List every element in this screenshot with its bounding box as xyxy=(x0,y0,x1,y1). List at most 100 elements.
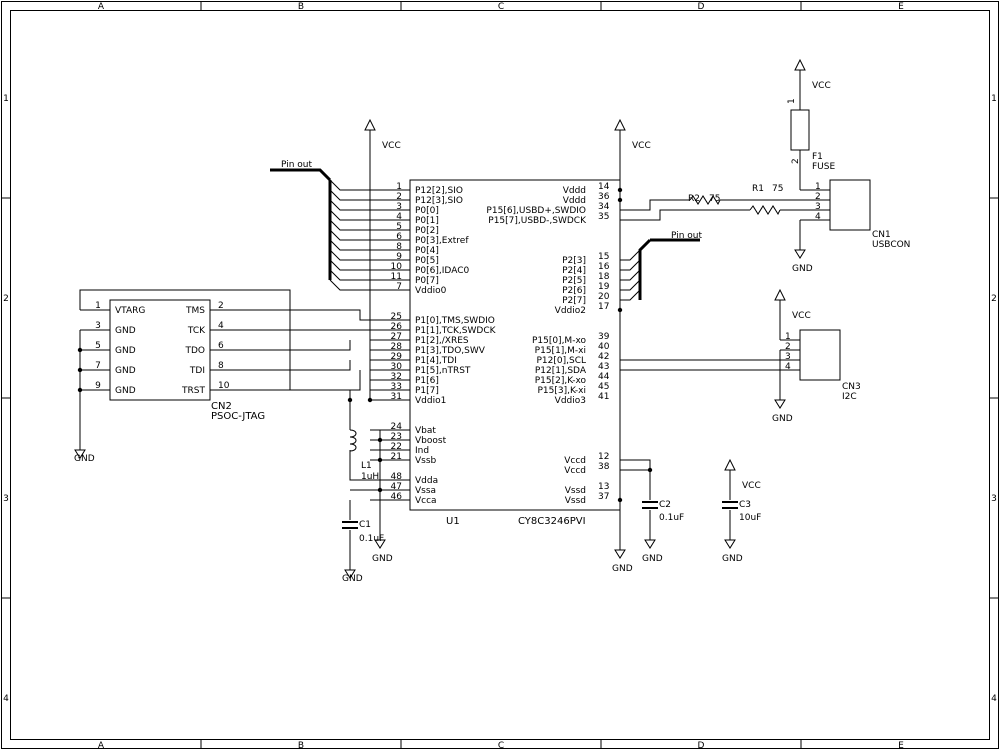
u1-pin-name: P0[0] xyxy=(415,206,439,216)
gnd-label-c3: GND xyxy=(722,554,743,564)
u1-pin-name: P1[5],nTRST xyxy=(415,366,471,376)
u1-pin-number: 45 xyxy=(598,382,609,392)
u1-pin-number: 33 xyxy=(391,382,402,392)
u1-pin-name: P15[1],M-xi xyxy=(535,346,586,356)
u1-pin-name: Vssd xyxy=(565,496,586,506)
f1-pin-2: 2 xyxy=(791,158,801,164)
u1-pin-name: P15[7],USBD-,SWDCK xyxy=(488,216,587,226)
u1-pin-name: P15[0],M-xo xyxy=(532,336,587,346)
u1-pin-name: Vccd xyxy=(564,456,586,466)
col-label-d-bottom: D xyxy=(698,741,705,750)
frame-labels: A B C D E A B C D E 1 2 3 4 1 2 3 4 xyxy=(3,2,997,750)
col-label-b: B xyxy=(298,2,304,12)
r2-value: 75 xyxy=(709,194,720,204)
l1-value: 1uH xyxy=(361,472,379,482)
cn2-pin-number: 1 xyxy=(95,301,101,311)
cn1-pin-number: 1 xyxy=(815,182,821,192)
u1-pin-number: 19 xyxy=(598,282,610,292)
cn3-ref: CN3 xyxy=(842,382,861,392)
u1-pin-number: 21 xyxy=(391,452,402,462)
bus-entry xyxy=(329,209,370,221)
row-label-3-right: 3 xyxy=(991,494,997,504)
bus-entry xyxy=(329,189,370,201)
u1-pin-name: Vcca xyxy=(415,496,437,506)
u1-pin-number: 42 xyxy=(598,352,609,362)
u1-pin-number: 4 xyxy=(396,212,402,222)
row-label-4-right: 4 xyxy=(991,694,997,704)
cn3-pin-number: 2 xyxy=(785,342,791,352)
u1-pin-number: 10 xyxy=(391,262,403,272)
u1-pin-name: P1[3],TDO,SWV xyxy=(415,346,486,356)
col-label-b-bottom: B xyxy=(298,741,304,750)
u1-pin-number: 7 xyxy=(396,282,402,292)
vcc-label-u1-right: VCC xyxy=(632,141,651,151)
bus-entry xyxy=(329,179,370,191)
gnd-label-usb: GND xyxy=(792,264,813,274)
u1-pin-name: Vccd xyxy=(564,466,586,476)
c1-value: 0.1uF xyxy=(359,534,384,544)
pinout-label-left: Pin out xyxy=(281,160,313,170)
left-bus-entries xyxy=(329,179,370,291)
r1-value: 75 xyxy=(772,184,783,194)
u1-pin-name: P12[1],SDA xyxy=(535,366,587,376)
u1-pin-name: Vddd xyxy=(563,196,586,206)
row-label-1-right: 1 xyxy=(991,94,997,104)
u1-pin-name: P12[3],SIO xyxy=(415,196,463,206)
bus-entry xyxy=(329,279,370,291)
gnd-label-jtag: GND xyxy=(74,454,95,464)
u1-pin-name: Vddio2 xyxy=(555,306,586,316)
cn3-pin-4: 4 xyxy=(780,362,800,372)
u1-pin-number: 37 xyxy=(598,492,609,502)
u1-pin-name: Vssa xyxy=(415,486,436,496)
cn2-pin-number: 8 xyxy=(218,361,224,371)
gnd-label-i2c: GND xyxy=(772,414,793,424)
row-label-4: 4 xyxy=(3,694,9,704)
bus-entry xyxy=(329,199,370,211)
u1-pin-number: 8 xyxy=(396,242,402,252)
u1-pin-name: P2[3] xyxy=(562,256,586,266)
c1-capacitor xyxy=(342,521,358,529)
u1-pin-number: 41 xyxy=(598,392,609,402)
u1-pin-name: P0[7] xyxy=(415,276,439,286)
r2-resistor xyxy=(689,195,721,206)
col-label-e: E xyxy=(898,2,904,12)
col-label-c: C xyxy=(498,2,504,12)
gnd-label-c2: GND xyxy=(642,554,663,564)
u1-pin-number: 22 xyxy=(391,442,402,452)
u1-pin-name: Vssb xyxy=(415,456,437,466)
u1-pin-number: 20 xyxy=(598,292,610,302)
cn2-pin-name: TRST xyxy=(181,386,205,396)
cn2-pin-name: VTARG xyxy=(115,306,145,316)
bus-entry xyxy=(620,279,641,291)
u1-pin-name: P15[2],K-xo xyxy=(535,376,587,386)
cn3-pin-number: 1 xyxy=(785,332,791,342)
f1-pin-1: 1 xyxy=(787,98,797,104)
c2-value: 0.1uF xyxy=(659,513,684,523)
gnd-label-u1: GND xyxy=(372,554,393,564)
u1-pin-name: Vddd xyxy=(563,186,586,196)
cn2-pin-number: 4 xyxy=(218,321,224,331)
cn2-pin-number: 10 xyxy=(218,381,230,391)
u1-pin-name: P15[3],K-xi xyxy=(537,386,586,396)
l1-inductor xyxy=(349,429,357,452)
u1-pin-45: 45 P15[3],K-xi xyxy=(537,382,609,396)
cn1-pin-3: 3 xyxy=(800,202,830,212)
